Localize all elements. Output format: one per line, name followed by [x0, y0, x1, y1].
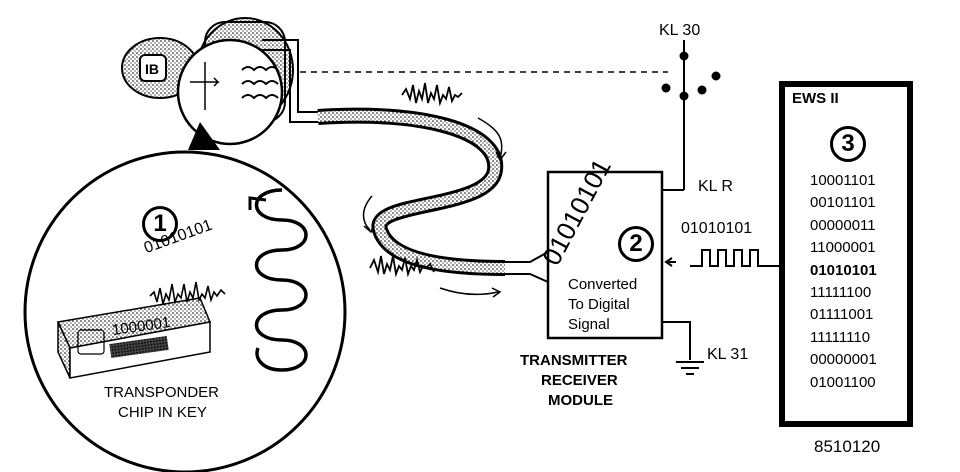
- module-connector: [505, 251, 549, 283]
- ews-code-entry: 10001101: [810, 172, 876, 189]
- ring-antenna-icon: [176, 38, 284, 146]
- transponder-label-1: TRANSPONDER: [104, 384, 220, 401]
- converted-line-2: To Digital: [568, 296, 630, 313]
- transmitter-module-box: [546, 170, 664, 340]
- kl30-label: KL 30: [659, 22, 701, 39]
- transponder-label-2: CHIP IN KEY: [118, 404, 207, 421]
- ews-code-entry: 01111001: [810, 306, 874, 324]
- svg-text:IB: IB: [145, 61, 159, 77]
- step-2-badge: 2: [618, 226, 654, 262]
- converted-line-3: Signal: [568, 316, 610, 333]
- tx-code-text: 01010101: [681, 220, 753, 237]
- ews-code-entry: 00000011: [810, 216, 876, 234]
- signal-arrow-icon: [664, 257, 676, 267]
- ews-code-entry: 11111100: [810, 284, 872, 302]
- step-1-badge: 1: [142, 206, 178, 242]
- ignition-switch-icon: [661, 40, 721, 190]
- magnified-key-callout: [23, 122, 347, 472]
- ews-code-entry: 11111110: [810, 328, 871, 346]
- ews-code-entry: 11000001: [810, 239, 876, 257]
- step-3-badge: 3: [830, 126, 866, 162]
- ews-code-entry: 00000001: [810, 351, 877, 369]
- transponder-coil-icon: [254, 188, 308, 372]
- ews-code-list: 10001101 00101101 00000011 11000001 01010101…: [810, 170, 877, 394]
- signal-wave-top: [401, 82, 463, 107]
- ground-icon: [676, 361, 704, 375]
- module-title-2: RECEIVER: [541, 372, 618, 389]
- digital-pulse-signal: [690, 249, 780, 267]
- direction-arrow-2: [362, 195, 373, 231]
- ews-code-entry: 01001100: [810, 373, 876, 391]
- direction-arrow-1: [477, 117, 503, 159]
- ews-title: EWS II: [792, 90, 839, 107]
- key-signal-wave: [149, 281, 226, 306]
- signal-wave-bottom: [369, 255, 435, 278]
- ground-wire: [662, 321, 691, 360]
- ews-code-entry: 00101101: [810, 194, 876, 212]
- figure-number: 8510120: [814, 437, 881, 456]
- antenna-lead-2: [262, 49, 320, 123]
- ews-code-entry: 01010101: [810, 261, 877, 279]
- direction-arrow-3: [439, 287, 499, 296]
- kl31-label: KL 31: [707, 346, 749, 363]
- klr-label: KL R: [698, 178, 733, 195]
- converted-line-1: Converted: [568, 276, 638, 293]
- module-title-3: MODULE: [548, 392, 613, 409]
- antenna-lead: [262, 39, 320, 113]
- module-title-1: TRANSMITTER: [520, 352, 628, 369]
